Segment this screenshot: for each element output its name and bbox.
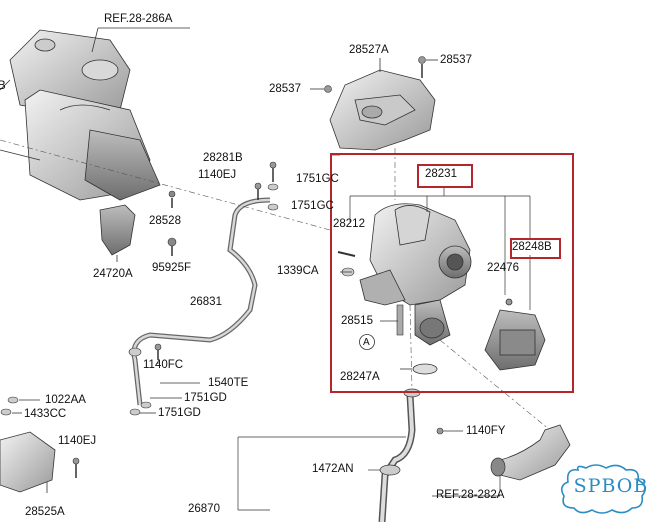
- part-label-28247A[interactable]: 28247A: [340, 371, 380, 383]
- wastegate-actuator: [484, 298, 546, 371]
- part-label-1540TE[interactable]: 1540TE: [208, 377, 249, 389]
- part-label-1751GD-bottom[interactable]: 1751GD: [158, 407, 201, 419]
- ref-bottom-label[interactable]: REF.28-282A: [436, 489, 505, 501]
- part-label-1751GD-top[interactable]: 1751GD: [184, 392, 227, 404]
- part-label-28537-left[interactable]: 28537: [269, 83, 301, 95]
- turbocharger: [359, 203, 472, 346]
- turbo-assembly-highlight: [330, 153, 574, 393]
- part-label-22476[interactable]: 22476: [487, 262, 519, 274]
- callout-A: A: [363, 337, 370, 348]
- watermark-badge: [560, 464, 646, 514]
- part-label-1140EJ-bottom[interactable]: 1140EJ: [58, 435, 97, 447]
- part-label-1339CA[interactable]: 1339CA: [277, 265, 319, 277]
- part-label-28515[interactable]: 28515: [341, 315, 373, 327]
- part-label-28231[interactable]: 28231: [425, 168, 457, 180]
- part-label-1140FY[interactable]: 1140FY: [466, 425, 506, 437]
- ref-top-label[interactable]: REF.28-286A: [104, 13, 173, 25]
- part-label-B: B: [0, 80, 6, 92]
- watermark-text: SPBOB: [573, 475, 649, 497]
- part-label-28212[interactable]: 28212: [333, 218, 365, 230]
- lower-heat-shield: [0, 431, 56, 493]
- part-label-1751GC-bottom[interactable]: 1751GC: [291, 200, 334, 212]
- part-label-28527A[interactable]: 28527A: [349, 44, 389, 56]
- part-28248B-highlight: [510, 238, 561, 259]
- catalyst-assembly: [0, 29, 161, 201]
- part-label-1140EJ-top[interactable]: 1140EJ: [198, 169, 237, 181]
- part-label-1140FC[interactable]: 1140FC: [143, 359, 184, 371]
- part-label-28525A[interactable]: 28525A: [25, 506, 65, 518]
- part-label-28248B[interactable]: 28248B: [512, 241, 552, 253]
- part-label-28281B[interactable]: 28281B: [203, 152, 243, 164]
- heat-shield: [329, 69, 436, 151]
- part-label-24720A[interactable]: 24720A: [93, 268, 133, 280]
- part-label-28528[interactable]: 28528: [149, 215, 181, 227]
- bracket-part: [99, 204, 136, 256]
- part-label-28537-right[interactable]: 28537: [440, 54, 472, 66]
- part-label-95925F[interactable]: 95925F: [152, 262, 192, 274]
- part-label-1472AN[interactable]: 1472AN: [312, 463, 354, 475]
- part-label-26831[interactable]: 26831: [190, 296, 222, 308]
- part-label-26870[interactable]: 26870: [188, 503, 220, 515]
- part-label-1433CC[interactable]: 1433CC: [24, 408, 67, 420]
- part-label-1751GC-top[interactable]: 1751GC: [296, 173, 339, 185]
- watermark: SPBOB: [561, 459, 661, 513]
- part-28231-highlight: [417, 164, 473, 188]
- intake-hose: [499, 424, 571, 481]
- part-label-1022AA[interactable]: 1022AA: [45, 394, 86, 406]
